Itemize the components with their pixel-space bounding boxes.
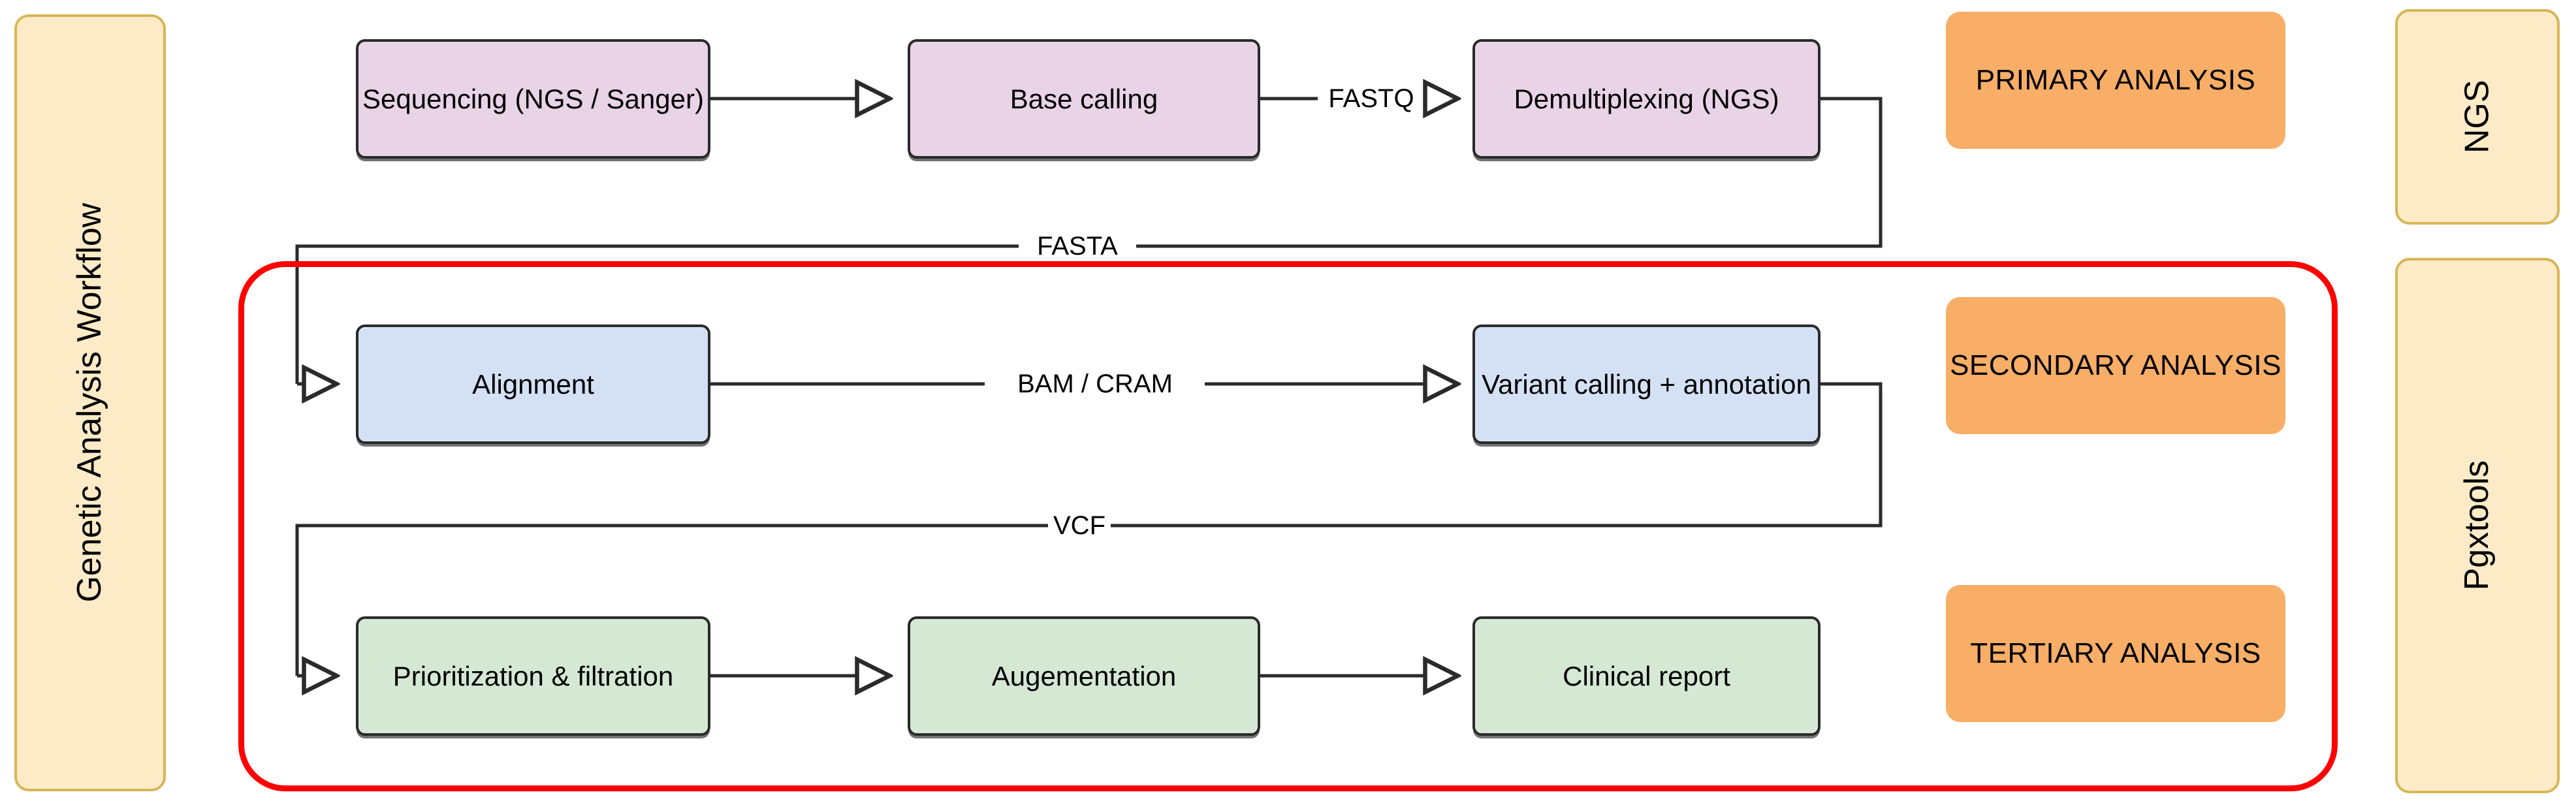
node-sequencing-label: Sequencing (NGS / Sanger)	[362, 83, 704, 114]
node-variant-calling[interactable]: Variant calling + annotation	[1472, 324, 1821, 444]
node-prioritization-label: Prioritization & filtration	[392, 660, 674, 691]
node-clinical-report-label: Clinical report	[1563, 660, 1730, 691]
edge-label-fasta: FASTA	[1032, 233, 1123, 259]
phase-secondary-label: SECONDARY ANALYSIS	[1950, 349, 2282, 382]
node-demultiplexing-label: Demultiplexing (NGS)	[1514, 83, 1779, 114]
pgxtools-scope-outline	[238, 261, 2338, 791]
lane-pgxtools: Pgxtools	[2395, 258, 2560, 793]
node-base-calling-label: Base calling	[1010, 83, 1158, 114]
node-augementation-label: Augementation	[991, 660, 1177, 691]
edge-label-bam-cram: BAM / CRAM	[1012, 371, 1178, 397]
node-variant-calling-label: Variant calling + annotation	[1482, 368, 1811, 400]
phase-primary-label: PRIMARY ANALYSIS	[1975, 64, 2256, 97]
lane-pgxtools-label: Pgxtools	[2458, 460, 2496, 591]
node-demultiplexing[interactable]: Demultiplexing (NGS)	[1472, 39, 1821, 159]
node-base-calling[interactable]: Base calling	[908, 39, 1260, 159]
lane-genetic-analysis-workflow: Genetic Analysis Workflow	[14, 14, 166, 791]
phase-primary-analysis: PRIMARY ANALYSIS	[1946, 12, 2285, 149]
phase-tertiary-label: TERTIARY ANALYSIS	[1970, 637, 2261, 670]
node-prioritization-filtration[interactable]: Prioritization & filtration	[356, 616, 710, 736]
node-sequencing[interactable]: Sequencing (NGS / Sanger)	[356, 39, 710, 159]
lane-left-label: Genetic Analysis Workflow	[71, 203, 109, 603]
node-clinical-report[interactable]: Clinical report	[1472, 616, 1821, 736]
phase-tertiary-analysis: TERTIARY ANALYSIS	[1946, 585, 2285, 722]
node-alignment-label: Alignment	[472, 368, 594, 400]
node-augementation[interactable]: Augementation	[908, 616, 1260, 736]
edge-label-vcf: VCF	[1048, 513, 1111, 539]
edge-label-fastq: FASTQ	[1323, 86, 1420, 112]
lane-ngs-label: NGS	[2458, 80, 2496, 154]
lane-ngs: NGS	[2395, 9, 2560, 225]
phase-secondary-analysis: SECONDARY ANALYSIS	[1946, 297, 2285, 434]
node-alignment[interactable]: Alignment	[356, 324, 710, 444]
